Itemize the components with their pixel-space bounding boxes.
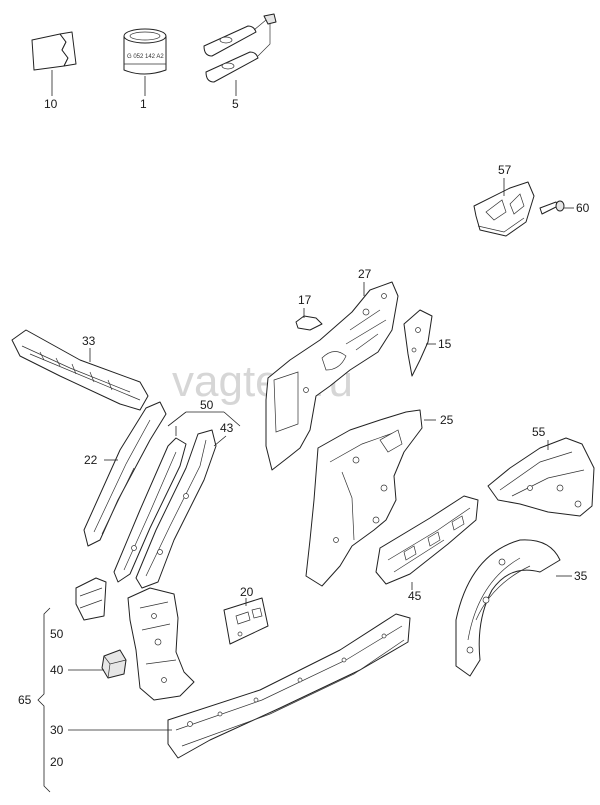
callout-22: 22	[84, 453, 98, 467]
callout-35: 35	[574, 569, 588, 583]
callout-57: 57	[498, 163, 512, 177]
callout-43: 43	[220, 421, 234, 435]
part-33-roof-rail[interactable]	[11, 329, 149, 411]
part-45-sill-extension[interactable]	[375, 495, 479, 585]
callout-10: 10	[44, 97, 58, 111]
part-25-inner-quarter[interactable]	[305, 409, 423, 587]
part-b-pillar-lower[interactable]	[127, 587, 195, 701]
part-15-bracket[interactable]	[403, 309, 433, 377]
part-marking: G 052 142 A2	[127, 54, 164, 60]
part-27-inner-panel[interactable]	[265, 281, 399, 471]
callout-27: 27	[358, 267, 372, 281]
part-30-side-sill[interactable]	[167, 613, 411, 759]
callout-55: 55	[532, 425, 546, 439]
part-35-wheel-arch[interactable]	[455, 539, 561, 677]
part-40-block[interactable]	[101, 649, 127, 679]
callout-50-bottom: 50	[50, 627, 64, 641]
part-57-bracket[interactable]	[473, 181, 535, 237]
part-43-b-pillar-upper[interactable]	[135, 429, 217, 589]
callout-15: 15	[438, 337, 452, 351]
callout-40: 40	[50, 663, 64, 677]
callout-1: 1	[140, 97, 147, 111]
callout-25: 25	[440, 413, 454, 427]
callout-20-top: 20	[240, 585, 254, 599]
part-22-lower-bracket[interactable]	[75, 577, 107, 621]
callout-33: 33	[82, 334, 96, 348]
part-22-a-pillar[interactable]	[83, 401, 167, 547]
callout-20-bottom: 20	[50, 755, 64, 769]
part-5-cartridges[interactable]	[203, 13, 277, 83]
callout-5: 5	[232, 97, 239, 111]
callout-50-top: 50	[200, 398, 214, 412]
part-10-sheet[interactable]	[31, 31, 77, 71]
part-17-clip[interactable]	[295, 315, 323, 331]
callout-60: 60	[576, 201, 590, 215]
part-55-rear-panel[interactable]	[487, 437, 595, 517]
callout-45: 45	[408, 589, 422, 603]
part-20-small-panel[interactable]	[223, 597, 269, 645]
part-50-b-pillar-reinforcement[interactable]	[113, 437, 187, 583]
part-60-bolt[interactable]	[539, 200, 565, 215]
part-1-sealant-tin[interactable]: G 052 142 A2	[123, 28, 167, 75]
callout-65: 65	[18, 693, 32, 707]
callout-17: 17	[298, 293, 312, 307]
callout-30: 30	[50, 723, 64, 737]
